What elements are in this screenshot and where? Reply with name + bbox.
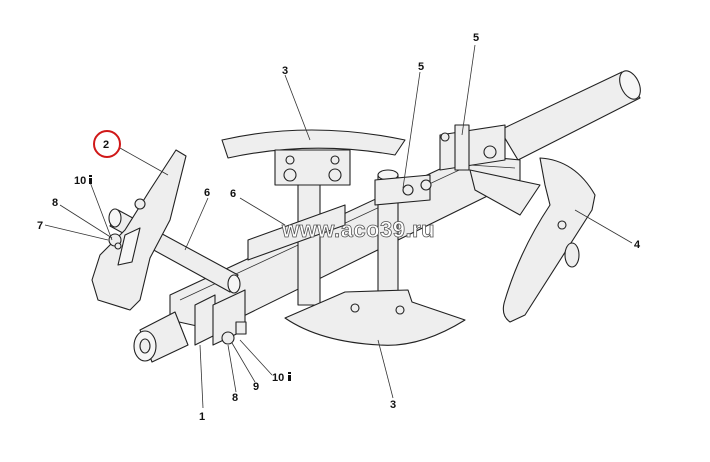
main-tube	[499, 70, 641, 161]
callout-1: 1	[199, 411, 205, 423]
callout-3-top: 3	[282, 65, 288, 77]
callout-3-bottom: 3	[390, 399, 396, 411]
callout-8-bottom: 8	[232, 392, 238, 404]
callout-5-top: 5	[473, 32, 479, 44]
callout-10-left: 10	[74, 175, 86, 187]
callout-6-left: 6	[204, 187, 210, 199]
callout-2: 2	[103, 139, 109, 151]
callout-4: 4	[634, 239, 641, 251]
callout-10-bottom: 10	[272, 372, 284, 384]
callout-labels: 2 10 8 7 6 6 3 5 5 4 1 8 9 10 3	[37, 32, 641, 423]
callout-6-mid: 6	[230, 188, 236, 200]
callout-9: 9	[253, 381, 259, 393]
end-cylinder	[133, 311, 189, 363]
bottom-blade-plate	[284, 289, 466, 346]
leader-lines	[44, 44, 633, 409]
left-blade	[91, 149, 187, 311]
callout-5-mid: 5	[418, 61, 424, 73]
top-right-bracket	[439, 124, 541, 216]
callout-8-left: 8	[52, 197, 58, 209]
highlight-ring	[93, 130, 121, 158]
lower-bracket	[212, 289, 247, 346]
bolt-icon-left	[89, 175, 92, 184]
right-post	[374, 169, 432, 316]
mid-clamp	[247, 204, 346, 261]
callout-7: 7	[37, 220, 43, 232]
watermark: www.aco39.ru	[281, 217, 435, 242]
right-blade	[502, 157, 596, 323]
bolt-icon-bottom	[288, 372, 291, 381]
top-blade-plate	[221, 129, 406, 186]
